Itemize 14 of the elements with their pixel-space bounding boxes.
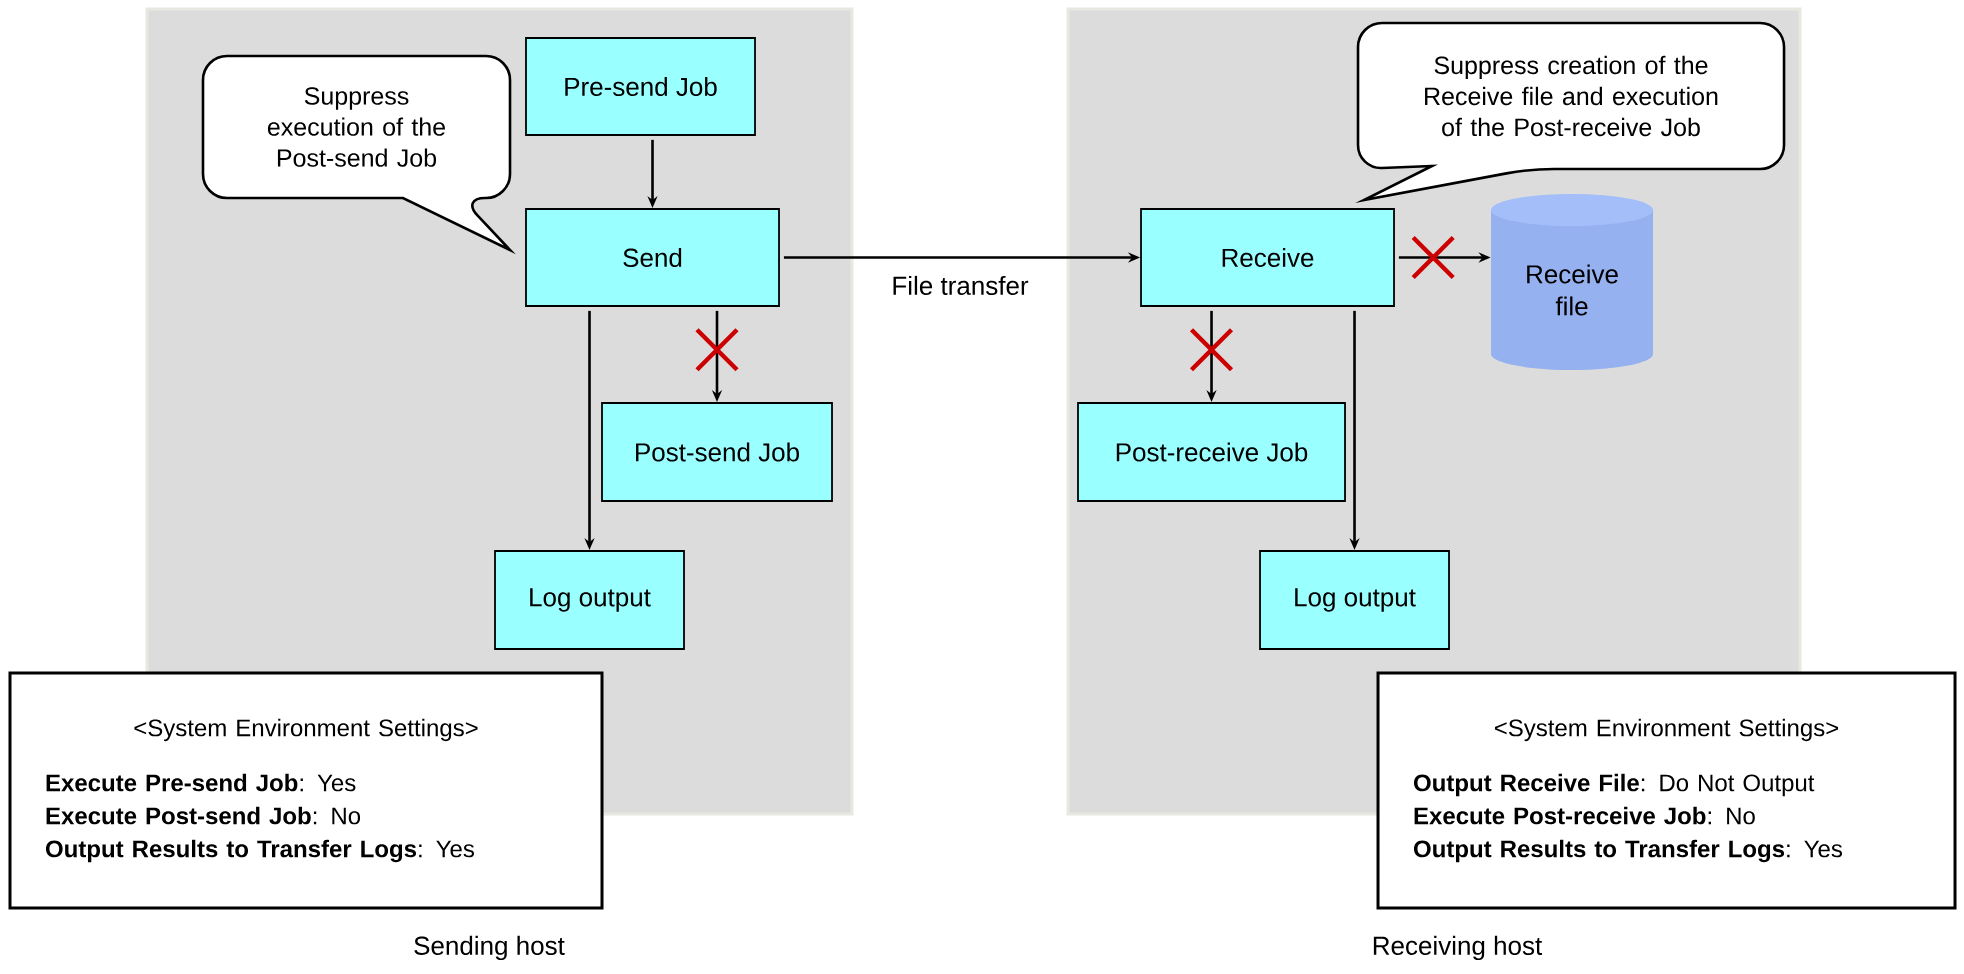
host-label: Receiving host: [1373, 935, 1543, 961]
speech-bubble: Suppress creation of the Receive file and execution of the Post-receive Job: [1356, 21, 1786, 202]
process-box: Post-send Job: [601, 402, 833, 502]
process-box: Log output: [494, 550, 685, 650]
edge-label: File transfer: [893, 275, 1029, 295]
process-box: Post-receive Job: [1077, 402, 1346, 502]
host-label: Sending host: [414, 935, 565, 961]
settings-box: <System Environment Settings> Execute Pre-send Job: Yes Execute Post-send Job: No Output Results to Transfer Logs: Yes: [8, 671, 604, 910]
process-box: Pre-send Job: [525, 37, 756, 136]
process-box: Log output: [1259, 550, 1450, 650]
process-box: Receive: [1140, 208, 1395, 307]
database-cylinder: Receive file: [1491, 194, 1653, 370]
settings-box: <System Environment Settings> Output Receive File: Do Not Output Execute Post-receive Job: No Output Results to Transfer Logs: Yes: [1376, 671, 1957, 910]
process-box: Send: [525, 208, 780, 307]
